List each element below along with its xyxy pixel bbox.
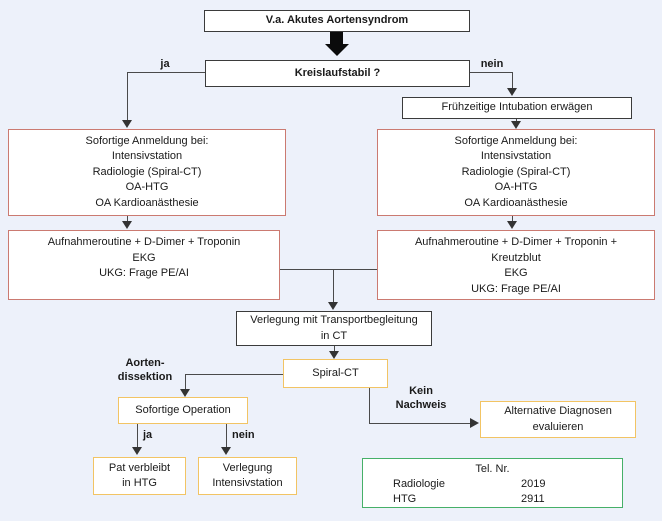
start-arrow-shaft <box>330 31 343 45</box>
anmeldung-left-line: OA Kardioanästhesie <box>95 196 199 209</box>
routine-right-line: Aufnahmeroutine + D-Dimer + Troponin + <box>414 236 618 248</box>
anmeldung-right-line: OA Kardioanästhesie <box>464 196 568 209</box>
node-intubation-label: Frühzeitige Intubation erwägen <box>441 101 593 114</box>
routine-left-line: Aufnahmeroutine + D-Dimer + Troponin <box>47 236 241 248</box>
label-kein-nachweis-line: Nachweis <box>395 399 447 411</box>
pat-htg-line: in HTG <box>122 477 157 489</box>
start-arrow-head <box>324 44 349 56</box>
arrow-down-intubation <box>511 121 521 129</box>
connector-opja-v <box>137 424 139 448</box>
arrow-down-opnein <box>221 447 231 455</box>
connector-intubation-v <box>516 118 518 123</box>
connector-keinnachweis-v <box>369 388 371 424</box>
routine-left-line: UKG: Frage PE/AI <box>99 267 189 279</box>
phone-row-number: 2911 <box>521 493 545 505</box>
phone-row-label: HTG <box>393 493 417 505</box>
connector-keinnachweis-h <box>369 422 470 424</box>
alt-diagnosen-line: evaluieren <box>532 420 584 433</box>
anmeldung-right-line: Intensivstation <box>480 150 552 163</box>
connector-dissektion-h <box>185 374 283 376</box>
branch-label-nein2: nein <box>232 429 255 441</box>
arrow-down-nein <box>507 88 517 96</box>
anmeldung-right-line: Radiologie (Spiral-CT) <box>461 165 571 178</box>
anmeldung-left-line: Sofortige Anmeldung bei: <box>85 134 209 147</box>
node-start-label: V.a. Akutes Aortensyndrom <box>265 14 409 27</box>
node-operation: Sofortige Operation <box>118 397 248 424</box>
phone-directory: Tel. Nr. Radiologie 2019 HTG 2911 <box>362 458 623 508</box>
connector-ct-v <box>334 345 336 352</box>
connector-nein-h <box>469 72 513 74</box>
node-start: V.a. Akutes Aortensyndrom <box>204 10 470 32</box>
phone-row-label: Radiologie <box>393 478 445 490</box>
node-spiral-ct-label: Spiral-CT <box>312 366 359 379</box>
node-verlegung-ct: Verlegung mit Transportbegleitung in CT <box>236 311 432 346</box>
branch-label-ja: ja <box>160 58 170 70</box>
arrow-right-altdiagnosen <box>470 417 479 428</box>
pat-htg-line: Pat verbleibt <box>108 461 171 474</box>
phone-row: HTG 2911 <box>363 492 622 507</box>
branch-label-ja2: ja <box>143 429 153 441</box>
label-kein-nachweis: Kein Nachweis <box>384 384 458 412</box>
arrow-down-opja <box>132 447 142 455</box>
verlegung-its-line: Verlegung <box>222 461 273 474</box>
label-aortendissektion-line: Aorten- <box>125 357 165 369</box>
anmeldung-right-line: Sofortige Anmeldung bei: <box>454 134 578 147</box>
arrow-down-right-column <box>507 221 517 229</box>
arrow-down-ja <box>122 120 132 128</box>
arrow-down-left-column <box>122 221 132 229</box>
routine-left-line: EKG <box>132 251 156 264</box>
connector-ja-v <box>127 72 129 121</box>
routine-right-line: UKG: Frage PE/AI <box>471 282 561 295</box>
node-anmeldung-right: Sofortige Anmeldung bei: Intensivstation… <box>377 129 655 216</box>
routine-right-line: EKG <box>504 267 528 279</box>
arrow-down-spiralct <box>329 351 339 359</box>
label-aortendissektion-line: dissektion <box>117 371 173 383</box>
node-decision-kreislaufstabil: Kreislaufstabil ? <box>205 60 470 87</box>
branch-label-nein: nein <box>480 58 504 70</box>
node-anmeldung-left: Sofortige Anmeldung bei: Intensivstation… <box>8 129 286 216</box>
arrow-down-verlegung <box>328 302 338 310</box>
verlegung-its-line: Intensivstation <box>212 477 283 489</box>
node-intubation: Frühzeitige Intubation erwägen <box>402 97 632 119</box>
connector-left-column <box>127 215 129 222</box>
alt-diagnosen-line: Alternative Diagnosen <box>504 405 612 417</box>
node-spiral-ct: Spiral-CT <box>283 359 388 388</box>
connector-opnein-v <box>226 424 228 448</box>
connector-right-column <box>512 215 514 222</box>
connector-join-v <box>333 269 335 303</box>
connector-dissektion-v <box>185 374 187 390</box>
node-alt-diagnosen: Alternative Diagnosen evaluieren <box>480 401 636 438</box>
node-verlegung-its: Verlegung Intensivstation <box>198 457 297 495</box>
phone-row-number: 2019 <box>521 478 546 490</box>
connector-ja-h <box>127 72 206 74</box>
node-routine-left: Aufnahmeroutine + D-Dimer + Troponin EKG… <box>8 230 280 300</box>
anmeldung-right-line: OA-HTG <box>494 181 538 194</box>
node-decision-label: Kreislaufstabil ? <box>294 66 381 79</box>
node-routine-right: Aufnahmeroutine + D-Dimer + Troponin + K… <box>377 230 655 300</box>
connector-join-h <box>280 269 377 271</box>
anmeldung-left-line: OA-HTG <box>125 181 169 194</box>
node-operation-label: Sofortige Operation <box>135 403 231 416</box>
label-aortendissektion: Aorten- dissektion <box>90 356 200 384</box>
phone-directory-title: Tel. Nr. <box>475 463 510 475</box>
anmeldung-left-line: Intensivstation <box>111 150 183 163</box>
verlegung-ct-line: Verlegung mit Transportbegleitung <box>250 314 418 326</box>
routine-right-line: Kreutzblut <box>491 251 541 264</box>
phone-row: Radiologie 2019 <box>363 477 622 492</box>
arrow-down-operation <box>180 389 190 397</box>
node-pat-htg: Pat verbleibt in HTG <box>93 457 186 495</box>
anmeldung-left-line: Radiologie (Spiral-CT) <box>92 165 202 178</box>
verlegung-ct-line: in CT <box>320 329 348 342</box>
label-kein-nachweis-line: Kein <box>409 385 433 397</box>
connector-nein-v <box>512 72 514 89</box>
